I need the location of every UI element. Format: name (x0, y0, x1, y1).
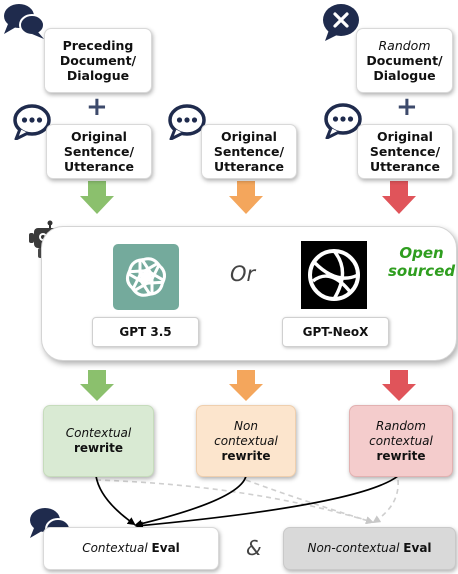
gpt-neox-label: GPT-NeoX (282, 317, 389, 347)
contextual-eval-box: Contextual Eval (43, 527, 219, 570)
ellipsis-bubble-icon (168, 104, 206, 140)
contextual-rewrite-word: rewrite (73, 441, 124, 455)
original-line1: Original (71, 129, 127, 144)
random-contextual-line2: contextual (369, 433, 433, 448)
ampersand: & (246, 536, 262, 560)
arrow-from-noncontextual (134, 475, 247, 528)
non-contextual-eval-word: Eval (403, 541, 432, 555)
original-sentence-box-left: Original Sentence/ Utterance (46, 124, 152, 179)
original-line2: Sentence/ (213, 144, 285, 159)
original-line3: Utterance (64, 159, 134, 174)
original-sentence-box-right: Original Sentence/ Utterance (357, 124, 453, 179)
random-contextual-rewrite-word: rewrite (376, 448, 426, 463)
eleutherai-logo-icon (301, 241, 367, 309)
random-contextual-rewrite-box: Random contextual rewrite (349, 405, 453, 477)
random-contextual-line1: Random (376, 418, 426, 433)
original-line1: Original (377, 129, 433, 144)
contextual-rewrite-box: Contextual rewrite (43, 405, 154, 477)
openai-logo-icon (113, 244, 179, 310)
random-context-box: Random Document/ Dialogue (356, 28, 453, 93)
contextual-rewrite-qualifier: Contextual (65, 426, 132, 440)
arrow-from-contextual (95, 475, 136, 526)
random-line3: Dialogue (373, 68, 436, 83)
green-down-arrow-top (80, 181, 114, 214)
preceding-context-box: Preceding Document/ Dialogue (44, 28, 152, 93)
orange-down-arrow-bottom (229, 370, 263, 401)
arrow-from-random (135, 475, 399, 530)
non-contextual-eval-qualifier: Non-contextual (307, 541, 400, 555)
original-sentence-box-middle: Original Sentence/ Utterance (201, 124, 297, 179)
or-label: Or (230, 262, 256, 286)
non-contextual-line1: Non (234, 418, 258, 433)
open-sourced-label: Open sourced (388, 244, 455, 280)
cross-bubble-icon (323, 4, 359, 41)
plus-sign-right: + (396, 92, 418, 122)
original-line1: Original (221, 129, 277, 144)
original-line3: Utterance (214, 159, 284, 174)
original-line3: Utterance (370, 159, 440, 174)
dashed-arrow-from-contextual (95, 479, 374, 525)
random-line1: Random (378, 38, 431, 53)
plus-sign-left: + (86, 92, 108, 122)
non-contextual-line2: contextual (214, 433, 278, 448)
ellipsis-bubble-icon (324, 103, 362, 139)
dashed-arrow-from-random (372, 479, 399, 524)
preceding-line1: Preceding (62, 38, 134, 53)
open-sourced-line2: sourced (388, 262, 456, 280)
red-down-arrow-top (382, 181, 416, 214)
preceding-line2: Document/ (59, 53, 137, 68)
orange-down-arrow-top (229, 181, 263, 214)
red-down-arrow-bottom (382, 370, 416, 401)
contextual-eval-qualifier: Contextual (82, 541, 148, 555)
random-line2: Document/ (366, 53, 443, 68)
gpt35-label: GPT 3.5 (92, 317, 199, 347)
non-contextual-eval-box: Non-contextual Eval (283, 527, 456, 570)
open-sourced-line1: Open (399, 244, 444, 262)
non-contextual-rewrite-box: Non contextual rewrite (196, 405, 296, 477)
green-down-arrow-bottom (80, 370, 114, 401)
original-line2: Sentence/ (63, 144, 135, 159)
preceding-line3: Dialogue (66, 68, 130, 83)
original-line2: Sentence/ (369, 144, 441, 159)
contextual-eval-word: Eval (151, 541, 180, 555)
speech-bubbles-icon (4, 4, 45, 39)
ellipsis-bubble-icon (13, 104, 51, 140)
dashed-arrow-from-noncontextual (245, 479, 374, 525)
non-contextual-rewrite-word: rewrite (221, 448, 271, 463)
